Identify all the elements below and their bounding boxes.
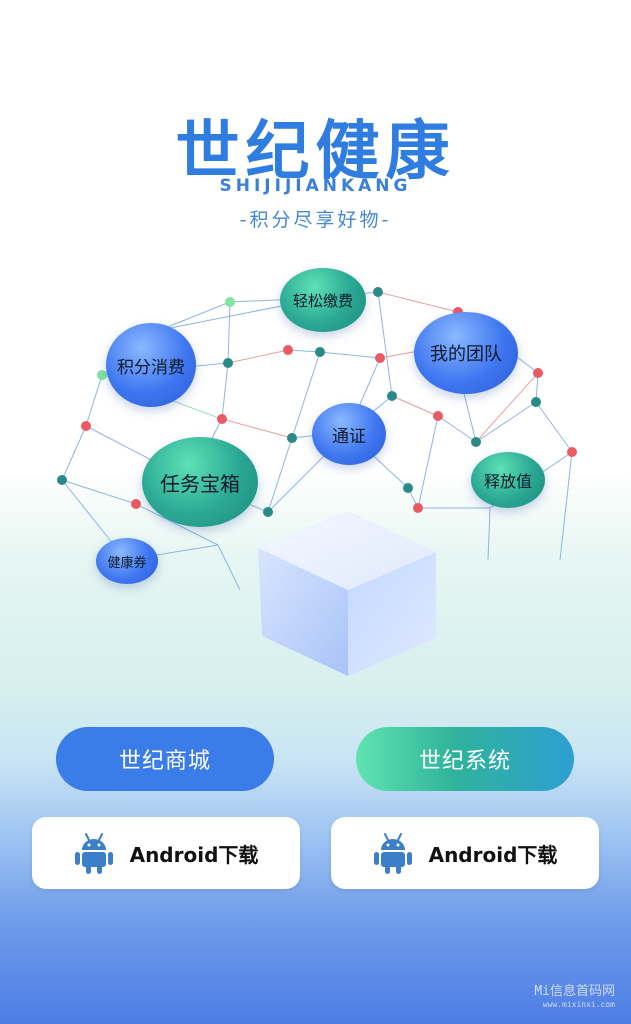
cube-graphic — [256, 511, 438, 676]
network-nodes — [57, 287, 577, 517]
mall-button[interactable]: 世纪商城 — [56, 727, 274, 791]
bubble-release-value-label: 释放值 — [483, 472, 532, 491]
android-download-button-right[interactable]: Android下载 — [331, 817, 599, 889]
android-download-left-label: Android下载 — [129, 842, 259, 867]
bubble-task-box: 任务宝箱 — [142, 437, 258, 527]
bubble-voucher: 通证 — [312, 403, 386, 465]
android-icon — [74, 833, 113, 874]
app-slogan: -积分尽享好物- — [239, 209, 392, 231]
bubble-my-team: 我的团队 — [414, 312, 518, 394]
bubble-release-value: 释放值 — [471, 452, 545, 508]
bubble-my-team-label: 我的团队 — [430, 344, 502, 365]
bubble-health-coupon: 健康券 — [96, 538, 158, 584]
android-download-right-label: Android下载 — [428, 842, 558, 867]
app-title-pinyin: SHIJIJIANKANG — [219, 176, 412, 196]
bubble-task-box-label: 任务宝箱 — [160, 471, 240, 496]
watermark: Mi信息首码网 www.mixinxi.com — [534, 984, 615, 1009]
bubble-voucher-label: 通证 — [332, 426, 366, 447]
watermark-line2: www.mixinxi.com — [542, 999, 615, 1009]
watermark-line1: Mi信息首码网 — [534, 984, 615, 999]
bubble-points-consume-label: 积分消费 — [117, 357, 185, 378]
mall-button-label: 世纪商城 — [118, 749, 211, 774]
network-illustration — [57, 287, 577, 676]
app-title: 世纪健康 — [175, 114, 456, 189]
bubble-health-coupon-label: 健康券 — [107, 555, 147, 571]
android-download-button-left[interactable]: Android下载 — [32, 817, 300, 889]
bubble-points-consume: 积分消费 — [106, 323, 196, 407]
bubble-easy-pay: 轻松缴费 — [280, 268, 366, 332]
system-button[interactable]: 世纪系统 — [356, 727, 574, 791]
bubble-easy-pay-label: 轻松缴费 — [292, 291, 353, 310]
android-icon — [373, 833, 412, 874]
system-button-label: 世纪系统 — [418, 749, 511, 774]
